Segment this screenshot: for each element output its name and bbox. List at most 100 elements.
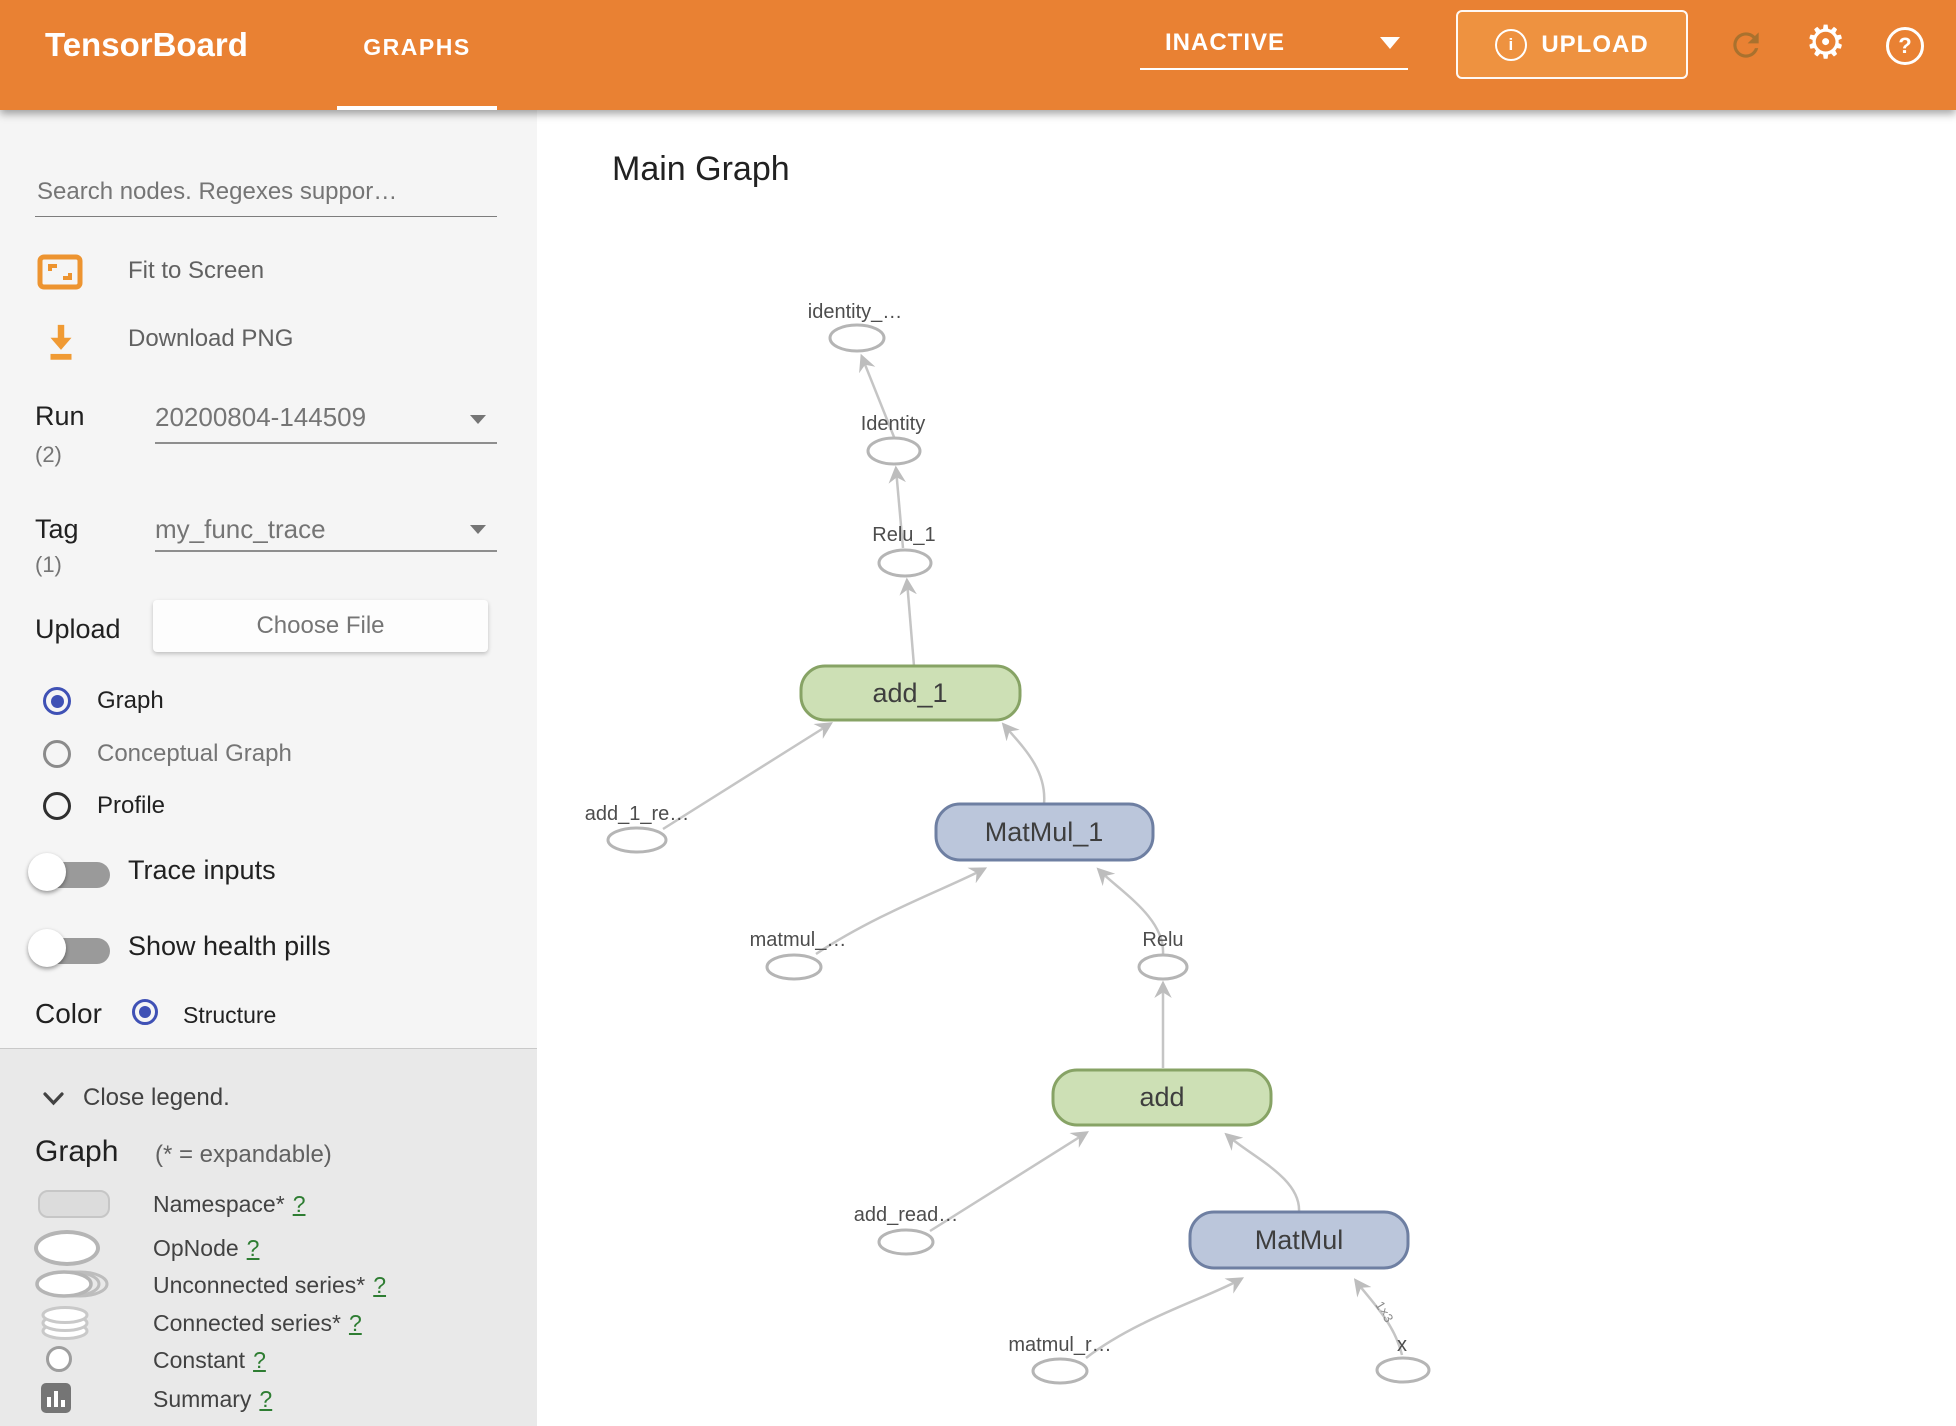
health-pills-knob [28,929,66,967]
graph-legend: Close legend. Graph (* = expandable) Nam… [0,1048,537,1426]
unconnected-series-help-link[interactable]: ? [373,1272,387,1298]
radio-conceptual-graph[interactable]: Conceptual Graph [43,739,292,769]
radio-profile[interactable]: Profile [43,791,165,821]
upload-button-label: UPLOAD [1541,30,1649,58]
legend-heading: Graph [35,1135,119,1168]
download-png-label: Download PNG [128,325,294,352]
node-x[interactable]: x [1375,1334,1431,1384]
node-relu-1[interactable]: Relu_1 [872,524,936,578]
legend-row-connected-series: Connected series*? [0,1305,537,1346]
settings-gear-icon[interactable]: ⚙ [1805,15,1847,69]
help-icon[interactable]: ? [1886,27,1924,65]
active-tab-underline [337,106,497,110]
fit-to-screen-button[interactable]: Fit to Screen [0,252,537,292]
run-label: Run [35,401,85,431]
svg-text:add_read…: add_read… [854,1204,959,1226]
trace-inputs-label: Trace inputs [128,855,276,885]
node-add[interactable]: add [1051,1068,1273,1127]
edge-matmulread1-to-matmul1 [815,867,988,956]
radio-conceptual-control [43,740,71,768]
opnode-label: OpNode [153,1235,239,1261]
search-input[interactable] [35,166,501,218]
run-select[interactable]: 20200804-144509 [155,402,367,432]
download-png-button[interactable]: Download PNG [0,320,537,360]
graph-canvas[interactable]: 1×3 identity_… Identity Relu_1 add_1_re…… [537,110,1956,1426]
connected-series-icon [38,1305,96,1346]
tag-label: Tag [35,514,79,544]
edge-matmulread-to-matmul [1085,1277,1245,1359]
run-select-underline [155,442,497,444]
svg-text:add: add [1139,1082,1184,1112]
radio-graph[interactable]: Graph [43,686,164,716]
node-add-1-read[interactable]: add_1_re… [585,803,690,854]
color-label: Color [35,998,102,1029]
node-identity-out[interactable]: identity_… [808,301,903,353]
connected-series-label: Connected series* [153,1310,341,1336]
page-title: Main Graph [612,150,790,188]
node-relu[interactable]: Relu [1137,929,1189,981]
unconnected-series-label: Unconnected series* [153,1272,366,1298]
legend-row-summary: Summary? [0,1383,537,1419]
node-matmul[interactable]: MatMul [1188,1210,1410,1270]
namespace-label: Namespace* [153,1191,285,1217]
fit-to-screen-label: Fit to Screen [128,257,265,284]
tag-chevron-down-icon[interactable] [470,525,486,534]
edge-x-to-matmul [1353,1278,1404,1356]
graph-edges: 1×3 [662,353,1404,1359]
legend-row-opnode: OpNode? [0,1230,537,1268]
node-matmul-1[interactable]: MatMul_1 [934,802,1155,862]
search-box [35,166,501,218]
app-logo: TensorBoard [45,26,248,63]
namespace-help-link[interactable]: ? [292,1191,306,1217]
summary-icon [41,1383,71,1413]
refresh-icon[interactable] [1727,26,1765,64]
health-pills-toggle[interactable]: Show health pills [0,926,537,970]
node-matmul-read-1[interactable]: matmul_… [750,929,847,981]
node-matmul-read[interactable]: matmul_r… [1008,1334,1112,1385]
sidebar: Fit to Screen Download PNG Run (2) 20200… [0,110,537,1426]
edge-add1read-to-add1 [662,722,833,831]
graph-area: Main Graph 1×3 [537,110,1956,1426]
color-structure-radio[interactable] [132,999,158,1025]
constant-label: Constant [153,1347,246,1373]
upload-button[interactable]: i UPLOAD [1456,10,1688,79]
node-identity[interactable]: Identity [861,413,925,466]
color-structure-label: Structure [183,1002,277,1028]
legend-row-constant: Constant? [0,1344,537,1380]
radio-profile-control [43,792,71,820]
edge-matmul-to-add [1224,1132,1301,1213]
svg-text:Relu: Relu [1142,929,1183,951]
svg-text:x: x [1397,1334,1407,1356]
trace-inputs-knob [28,853,66,891]
tag-select[interactable]: my_func_trace [155,514,326,544]
svg-text:add_1_re…: add_1_re… [585,803,690,825]
status-dropdown[interactable]: INACTIVE [1140,18,1408,70]
tab-graphs[interactable]: GRAPHS [363,34,471,60]
choose-file-button[interactable]: Choose File [153,600,488,652]
svg-text:MatMul: MatMul [1255,1225,1344,1255]
connected-series-help-link[interactable]: ? [348,1310,362,1336]
edge-identity-to-identity-out [859,353,896,438]
unconnected-series-icon [34,1269,112,1304]
opnode-icon [34,1230,100,1266]
run-chevron-down-icon[interactable] [470,415,486,424]
summary-label: Summary [153,1386,252,1412]
run-count: (2) [35,442,62,467]
node-add-1[interactable]: add_1 [799,664,1022,722]
status-label: INACTIVE [1165,29,1286,56]
constant-icon [46,1346,72,1372]
download-icon [41,320,81,367]
close-legend-button[interactable]: Close legend. [42,1084,230,1112]
constant-help-link[interactable]: ? [253,1347,266,1373]
summary-help-link[interactable]: ? [259,1386,273,1412]
close-legend-label: Close legend. [83,1084,230,1111]
fit-to-screen-icon [37,254,83,295]
node-add-read[interactable]: add_read… [854,1204,959,1256]
trace-inputs-toggle[interactable]: Trace inputs [0,850,537,894]
svg-text:matmul_r…: matmul_r… [1008,1334,1111,1356]
help-glyph: ? [1898,33,1912,58]
opnode-help-link[interactable]: ? [246,1235,260,1261]
radio-graph-label: Graph [97,687,164,714]
edge-relu-to-matmul1 [1096,867,1165,955]
svg-text:matmul_…: matmul_… [750,929,847,951]
